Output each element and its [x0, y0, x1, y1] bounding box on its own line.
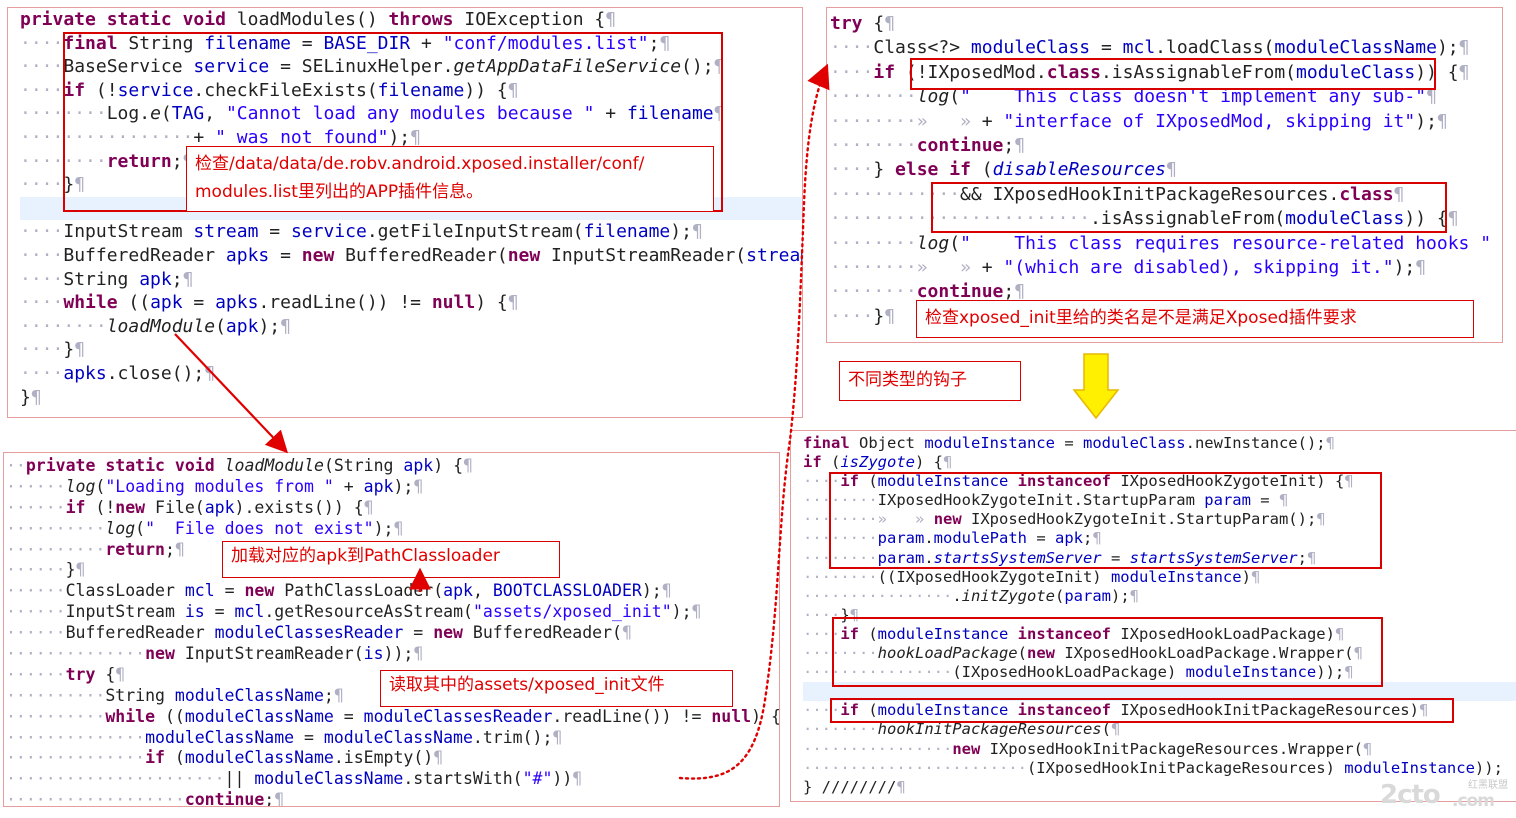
code-line: ······try {¶ [6, 664, 126, 684]
code-text: final Object moduleInstance = moduleClas… [803, 434, 1516, 801]
code-line: ····}¶ [803, 605, 860, 624]
code-line: ················new IXposedHookInitPacka… [803, 739, 1373, 758]
code-panel-module-instance: final Object moduleInstance = moduleClas… [790, 430, 1516, 802]
code-line: ··············moduleClassName = moduleCl… [6, 727, 563, 747]
arrow-to-load-module [174, 333, 289, 454]
code-line: ··private static void loadModule(String … [6, 456, 473, 475]
code-line: ········param.startsSystemServer = start… [803, 548, 1317, 567]
code-panel-load-modules: private static void loadModules() throws… [7, 7, 803, 418]
code-line: ····if (moduleInstance instanceof IXpose… [803, 472, 1354, 491]
code-line: ····String apk;¶ [20, 268, 194, 290]
code-line: ········continue;¶ [830, 134, 1026, 156]
code-line: ··········while ((moduleClassName = modu… [6, 706, 779, 726]
code-line: ········» » + "(which are disabled), ski… [830, 256, 1427, 278]
code-line: try {¶ [830, 13, 896, 34]
annotation-check-class: 检查xposed_init里给的类名是不是满足Xposed插件要求 [916, 300, 1474, 338]
code-line: ····while ((apk = apks.readLine()) != nu… [20, 292, 519, 314]
code-line: ········log(" This class doesn't impleme… [830, 86, 1437, 108]
code-line: ········loadModule(apk);¶ [20, 315, 291, 337]
code-line: ····BaseService service = SELinuxHelper.… [20, 56, 725, 78]
code-panel-load-module: ··private static void loadModule(String … [3, 452, 780, 807]
code-line: ··············new InputStreamReader(is))… [6, 644, 424, 664]
code-line: ········hookLoadPackage(new IXposedHookL… [803, 644, 1363, 663]
code-line: ········IXposedHookZygoteInit.StartupPar… [803, 491, 1289, 510]
code-line: ················(IXposedHookLoadPackage)… [803, 663, 1354, 682]
annotation-modules-list: 检查/data/data/de.robv.android.xposed.inst… [186, 146, 714, 212]
code-line: ········hookInitPackageResources(¶ [803, 720, 1121, 739]
annotation-load-apk: 加载对应的apk到PathClassloader [222, 541, 560, 578]
watermark-brand: 2cto [1380, 780, 1441, 810]
highlight-box-init-package-resources [931, 182, 1447, 233]
highlight-box-ixposedmod [910, 58, 1436, 90]
code-line: ····InputStream stream = service.getFile… [20, 221, 703, 243]
code-line: ························.isAssignableFro… [830, 208, 1459, 230]
highlight-box-zygote-init [829, 472, 1382, 569]
code-line: ····}¶ [20, 339, 86, 361]
watermark-tld: .com [1452, 791, 1495, 811]
code-line: ··················continue;¶ [6, 790, 285, 807]
code-line: ······················|| moduleClassName… [6, 769, 583, 789]
code-line: ············&& IXposedHookInitPackageRes… [830, 183, 1405, 205]
code-line: ······if (!new File(apk).exists()) {¶ [6, 497, 374, 517]
code-line: ········((IXposedHookZygoteInit) moduleI… [803, 567, 1261, 586]
highlight-box-load-package [832, 617, 1383, 687]
code-line: ····Class<?> moduleClass = mcl.loadClass… [830, 37, 1470, 59]
code-line: ····}¶ [20, 174, 86, 196]
code-line: final Object moduleInstance = moduleClas… [803, 434, 1335, 452]
code-line: ······log("Loading modules from " + apk)… [6, 476, 424, 496]
code-line: ················.initZygote(param);¶ [803, 586, 1140, 605]
code-line: ········param.modulePath = apk;¶ [803, 529, 1102, 548]
code-line: ····if (!IXposedMod.class.isAssignableFr… [830, 61, 1470, 83]
code-line: ····BufferedReader apks = new BufferedRe… [20, 244, 802, 266]
code-line: ··········return;¶ [6, 539, 185, 559]
code-line: ··········String moduleClassName;¶ [6, 685, 344, 705]
dotted-flow-arrow [678, 63, 830, 780]
code-line: }¶ [20, 386, 42, 408]
code-line: ······BufferedReader moduleClassesReader… [6, 623, 632, 643]
code-line: ··········log(" File does not exist");¶ [6, 518, 404, 538]
code-line: ········log(" This class requires resour… [830, 232, 1492, 254]
code-text: ··private static void loadModule(String … [6, 456, 779, 806]
code-panel-class-check: try {¶ ····Class<?> moduleClass = mcl.loa… [826, 7, 1503, 343]
code-line: ······}¶ [6, 560, 86, 580]
code-line: ······InputStream is = mcl.getResourceAs… [6, 602, 702, 622]
code-line: ························(IXposedHookInit… [803, 758, 1503, 777]
code-line: ····final String filename = BASE_DIR + "… [20, 32, 671, 54]
code-line: ········return;¶ [20, 150, 193, 172]
code-line: ····} else if (disableResources¶ [830, 159, 1177, 181]
code-line: if (isZygote) {¶ [803, 453, 953, 472]
code-line: ····apks.close();¶ [20, 362, 216, 384]
code-line: private static void loadModules() throws… [20, 9, 617, 30]
highlight-box-init-resources [830, 698, 1454, 723]
code-line: ········» » + "interface of IXposedMod, … [830, 110, 1448, 132]
code-line: ····if (moduleInstance instanceof IXpose… [803, 701, 1429, 720]
annotation-read-init: 读取其中的assets/xposed_init文件 [380, 670, 733, 707]
code-line: ····if (moduleInstance instanceof IXpose… [803, 624, 1345, 643]
code-line: ········continue;¶ [830, 281, 1026, 303]
code-text: private static void loadModules() throws… [20, 8, 802, 417]
code-line: ··············if (moduleClassName.isEmpt… [6, 748, 444, 768]
down-arrow-yellow [1072, 353, 1120, 420]
code-line: ······ClassLoader mcl = new PathClassLoa… [6, 581, 672, 601]
code-line: ····}¶ [830, 305, 896, 327]
watermark-logo: 2cto 红黑联盟 .com [1380, 778, 1510, 812]
annotation-hook-types: 不同类型的钩子 [839, 361, 1021, 401]
code-line: } ////////¶ [803, 777, 906, 796]
code-line: ····if (!service.checkFileExists(filenam… [20, 79, 519, 101]
watermark-sub: 红黑联盟 [1468, 780, 1508, 791]
code-line: ········» » new IXposedHookZygoteInit.St… [803, 510, 1326, 529]
code-text: try {¶ ····Class<?> moduleClass = mcl.loa… [830, 12, 1502, 342]
